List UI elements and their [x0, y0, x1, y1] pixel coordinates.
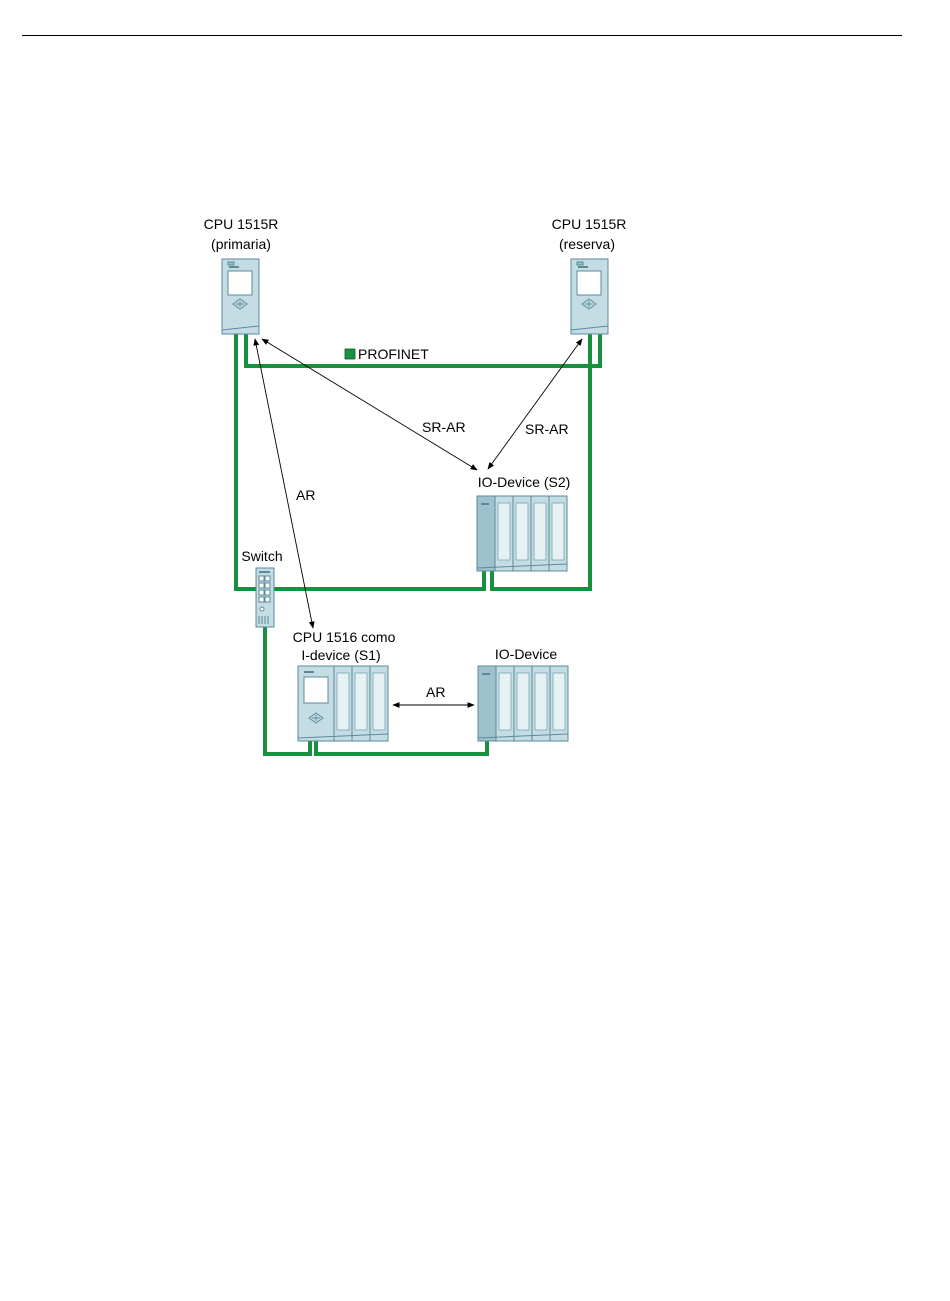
- cpu-idevice-icon: [298, 666, 388, 741]
- cpu-primary: CPU 1515R (primaria): [204, 216, 279, 334]
- cpu-primary-role: (primaria): [211, 236, 271, 252]
- cpu-idevice-name: CPU 1516 como: [293, 629, 396, 645]
- cpu-primary-icon: [222, 259, 259, 334]
- sr-ar-label-backup: SR-AR: [525, 421, 569, 437]
- profinet-legend-swatch: [345, 349, 355, 359]
- switch-icon: [256, 568, 274, 627]
- cpu-primary-name: CPU 1515R: [204, 216, 279, 232]
- io-device: IO-Device: [478, 646, 568, 741]
- cpu-backup-name: CPU 1515R: [552, 216, 627, 232]
- sr-ar-label-primary: SR-AR: [422, 419, 466, 435]
- io-device-s2-label: IO-Device (S2): [478, 474, 571, 490]
- cpu-idevice-role: I-device (S1): [301, 647, 380, 663]
- sr-ar-arrow-backup: [488, 339, 582, 469]
- line-idevice-to-io-device: [316, 741, 487, 754]
- profinet-legend: PROFINET: [345, 346, 429, 362]
- ar-label-cpu-to-idevice: AR: [296, 487, 315, 503]
- switch-label: Switch: [241, 548, 282, 564]
- io-device-icon: [478, 666, 568, 741]
- io-device-label: IO-Device: [495, 646, 557, 662]
- cpu-backup-role: (reserva): [559, 236, 615, 252]
- cpu-idevice: CPU 1516 como I-device (S1): [293, 629, 396, 741]
- ar-label-idevice-to-io: AR: [426, 684, 445, 700]
- cpu-backup: CPU 1515R (reserva): [552, 216, 627, 334]
- cpu-backup-icon: [571, 259, 608, 334]
- io-device-s2-icon: [477, 496, 567, 571]
- profinet-legend-label: PROFINET: [358, 346, 429, 362]
- io-device-s2: IO-Device (S2): [477, 474, 570, 571]
